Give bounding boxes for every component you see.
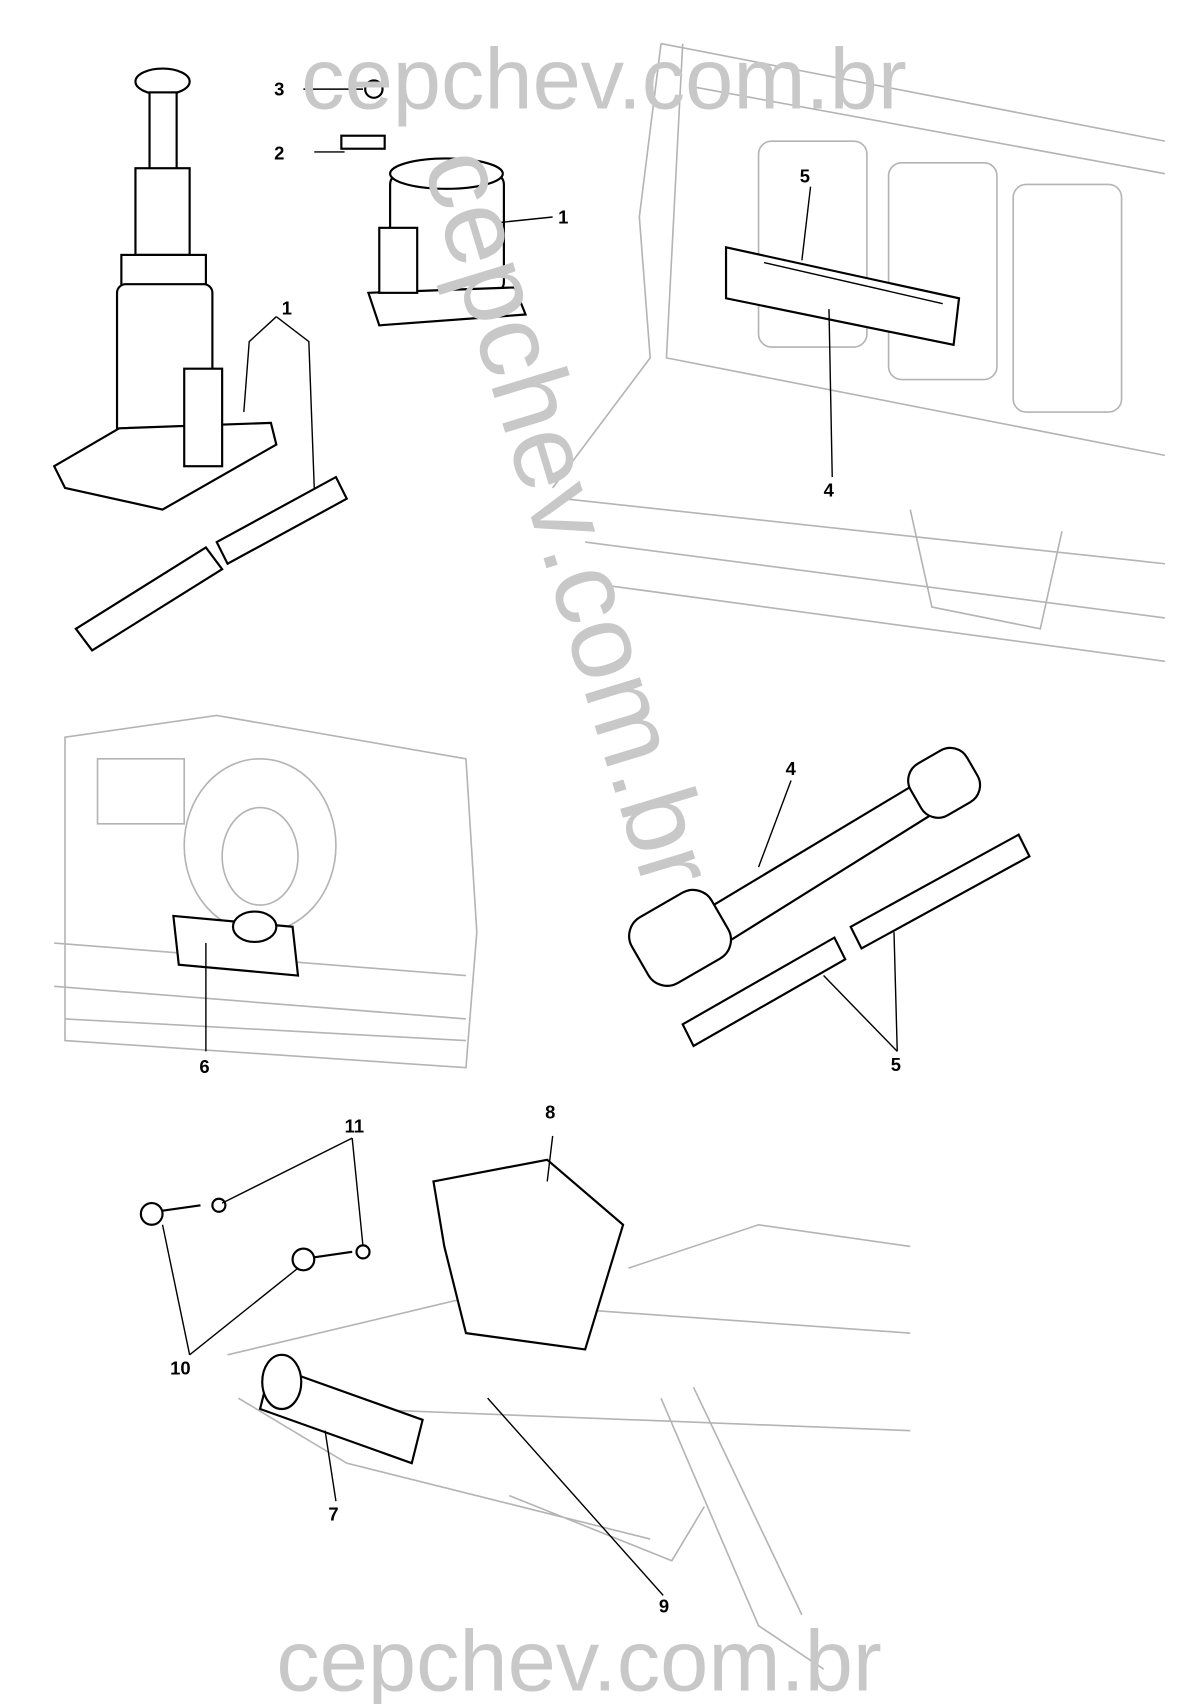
tool-bag xyxy=(172,910,300,977)
callout-3: 3 xyxy=(274,79,284,100)
watermark-diagonal: cepchev.com.br xyxy=(401,134,740,901)
callout-7: 7 xyxy=(328,1504,338,1525)
callout-8: 8 xyxy=(545,1102,555,1123)
jack-handle xyxy=(74,475,349,652)
watermark-top: cepchev.com.br xyxy=(301,32,906,128)
callout-1-small-jack: 1 xyxy=(558,206,568,227)
callout-10: 10 xyxy=(170,1357,190,1378)
storage-cover xyxy=(432,1158,625,1351)
bottle-jack xyxy=(52,67,278,511)
cargo-bed-illustration xyxy=(552,42,1166,663)
bolts-washers xyxy=(139,1197,371,1272)
watermark-bottom: cepchev.com.br xyxy=(276,1614,881,1704)
callout-4-wrench: 4 xyxy=(786,758,797,779)
callout-2: 2 xyxy=(274,143,284,164)
tool-panel xyxy=(724,245,961,347)
chassis-frame-illustration xyxy=(227,1223,911,1670)
leader-lines xyxy=(161,88,898,1596)
tool-roll xyxy=(258,1353,424,1465)
callout-11: 11 xyxy=(345,1116,364,1137)
spare-tire-illustration xyxy=(54,714,478,1069)
callout-4-panel: 4 xyxy=(824,480,835,501)
callout-5-panel: 5 xyxy=(800,165,810,186)
callout-1-jack: 1 xyxy=(282,298,292,319)
small-jack xyxy=(340,79,528,327)
callout-5-bars: 5 xyxy=(891,1054,901,1075)
wheel-wrench xyxy=(628,746,1031,1048)
callout-6: 6 xyxy=(199,1056,209,1077)
callout-9: 9 xyxy=(659,1596,669,1617)
